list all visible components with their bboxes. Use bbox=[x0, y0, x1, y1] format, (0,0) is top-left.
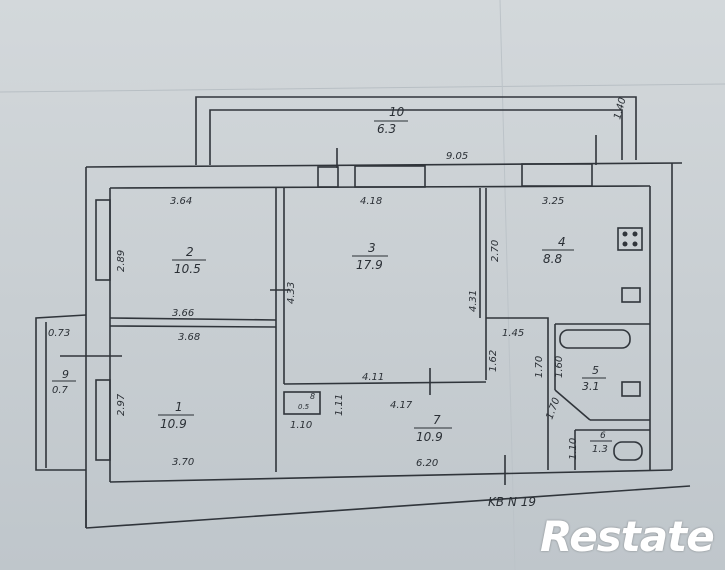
room-number-8: 8 bbox=[310, 392, 315, 401]
room-area-10: 6.3 bbox=[377, 122, 396, 136]
dim-r7-bottom: 6.20 bbox=[416, 458, 438, 469]
stove-icon bbox=[622, 231, 638, 247]
wall-lines bbox=[35, 96, 691, 529]
dim-r3-right: 2.70 bbox=[490, 240, 501, 262]
dim-r1-top: 3.68 bbox=[178, 332, 200, 343]
room-area-4: 8.8 bbox=[543, 252, 562, 266]
room-area-5: 3.1 bbox=[582, 380, 600, 393]
room-number-9: 9 bbox=[62, 368, 69, 381]
room-number-3: 3 bbox=[368, 241, 376, 255]
room-number-7: 7 bbox=[433, 413, 441, 427]
room-area-8: 0.5 bbox=[298, 403, 310, 411]
dim-r7-right: 1.62 bbox=[488, 350, 499, 372]
room-number-2: 2 bbox=[186, 245, 194, 259]
room-area-2: 10.5 bbox=[174, 262, 201, 276]
dim-r5-left-b: 1.60 bbox=[554, 356, 565, 378]
dim-r6-left: 1.10 bbox=[568, 438, 579, 460]
dim-r9-width: 0.73 bbox=[48, 328, 70, 339]
dim-r5-top: 1.45 bbox=[502, 328, 524, 339]
dim-r2-bottom: 3.66 bbox=[172, 308, 194, 319]
dim-r2-left: 2.89 bbox=[116, 250, 127, 272]
dim-r7-top: 4.11 bbox=[362, 372, 384, 383]
dim-r3-mid: 4.33 bbox=[286, 282, 297, 304]
dim-r2-top: 3.64 bbox=[170, 196, 192, 207]
dim-r5-diag: 1.70 bbox=[544, 396, 562, 421]
dim-r8-height: 1.11 bbox=[334, 394, 345, 416]
room-number-10: 10 bbox=[389, 105, 405, 119]
dim-balcony-length: 9.05 bbox=[446, 151, 468, 162]
dim-r4-top: 3.25 bbox=[542, 196, 564, 207]
paper-fold-line bbox=[0, 83, 725, 93]
room-area-7: 10.9 bbox=[416, 430, 443, 444]
room-number-1: 1 bbox=[175, 400, 183, 414]
dim-r3-lower-right: 4.31 bbox=[468, 290, 479, 312]
dim-r5-left-a: 1.70 bbox=[534, 356, 545, 378]
apartment-label: KB N 19 bbox=[488, 495, 536, 509]
restate-logo: Restate bbox=[540, 512, 725, 568]
room-number-6: 6 bbox=[600, 431, 606, 441]
dim-r3-top: 4.18 bbox=[360, 196, 382, 207]
dim-r8-width: 1.10 bbox=[290, 420, 312, 431]
room-number-5: 5 bbox=[592, 364, 599, 377]
dimension-labels: 9.05 1.40 3.64 2.89 3.66 4.18 2.70 4.33 … bbox=[48, 96, 629, 469]
dim-r7-mid: 4.17 bbox=[390, 400, 413, 411]
room-number-4: 4 bbox=[558, 235, 566, 249]
dim-balcony-depth: 1.40 bbox=[612, 96, 628, 120]
room-area-1: 10.9 bbox=[160, 417, 187, 431]
dim-r1-left: 2.97 bbox=[116, 393, 127, 416]
dim-r1-bottom: 3.70 bbox=[172, 457, 194, 468]
room-area-9: 0.7 bbox=[52, 385, 69, 396]
watermark-text: Restate bbox=[540, 512, 715, 561]
paper-fold-line bbox=[499, 0, 516, 570]
room-area-3: 17.9 bbox=[356, 258, 383, 272]
room-area-6: 1.3 bbox=[592, 444, 608, 455]
room-labels: 10 6.3 2 10.5 3 17.9 4 8.8 1 10.9 7 10.9… bbox=[52, 105, 612, 455]
